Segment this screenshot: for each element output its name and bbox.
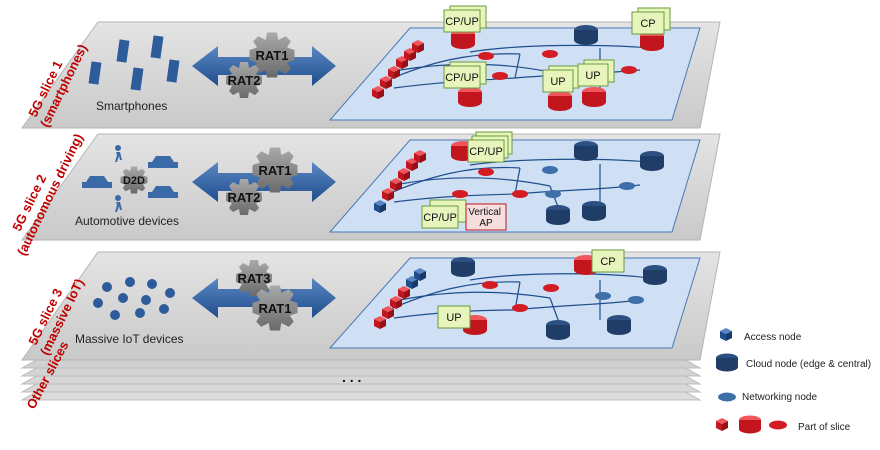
slice-1-function-cpup-1	[443, 9, 481, 33]
legend-access-node-icon	[720, 328, 732, 341]
slice-3-networking-nodes	[482, 281, 644, 312]
smartphone-icons	[88, 35, 180, 91]
legend-cloud-node-label: Cloud node (edge & central)	[746, 359, 871, 370]
slice-3-rat-top: RAT3	[238, 271, 271, 286]
gear-icon	[120, 166, 148, 194]
vertical-ap-line1: Vertical	[468, 207, 501, 218]
slice-3-function-cp-label: CP	[600, 256, 615, 268]
slice-1-network-panel	[328, 27, 701, 121]
slice-2-networking-nodes	[452, 166, 635, 198]
slice-1-function-up-2-label: UP	[585, 70, 600, 82]
slice-3-function-up	[437, 305, 471, 329]
car-icons	[82, 156, 178, 198]
gear-icon	[236, 260, 272, 296]
slice-3-function-up-label: UP	[446, 312, 461, 324]
legend-part-of-slice-icon	[716, 415, 787, 434]
slice-3-function-cp	[591, 249, 625, 273]
slice-1-function-cpup-2-label: CP/UP	[445, 72, 479, 84]
slice-1-devices-label: Smartphones	[96, 99, 167, 113]
slice-1-function-cpup-2	[443, 65, 481, 89]
slice-2-function-cpup-2-label: CP/UP	[423, 212, 457, 224]
ellipsis: . . .	[342, 369, 361, 385]
legend-networking-node-icon	[718, 392, 736, 402]
gear-icon	[252, 147, 298, 193]
slice-1-function-up-2	[577, 63, 609, 87]
vertical-ap-box	[465, 203, 507, 231]
legend: Access node Cloud node (edge & central) …	[716, 328, 871, 434]
gear-icon	[226, 62, 262, 98]
slice-2-rat-top: RAT1	[259, 163, 292, 178]
slice-1-function-cp-label: CP	[640, 18, 655, 30]
gear-icon	[249, 32, 295, 78]
slice-1-function-up-1-label: UP	[550, 76, 565, 88]
slice-1-networking-nodes	[478, 50, 637, 80]
slice-2-rat-bottom: RAT2	[228, 190, 261, 205]
legend-access-node-label: Access node	[744, 332, 802, 343]
slice-1-function-cpup-1-label: CP/UP	[445, 16, 479, 28]
pedestrian-icon	[115, 145, 122, 212]
slice-3-cloud-nodes	[451, 255, 667, 340]
legend-networking-node-label: Networking node	[742, 392, 817, 403]
vertical-ap-line2: AP	[479, 218, 493, 229]
slice-2-devices-label: Automotive devices	[75, 214, 179, 228]
slice-1: Smartphones RAT1 RAT2 CP/	[21, 5, 721, 129]
slice-3: Massive IoT devices RAT3 RAT1	[21, 249, 721, 361]
gear-icon	[226, 179, 262, 215]
legend-part-of-slice-label: Part of slice	[798, 422, 851, 433]
slice-3-rat-bottom: RAT1	[259, 301, 292, 316]
slice-2-function-cpup-1-label: CP/UP	[469, 146, 503, 158]
slice-1-function-cp	[631, 11, 665, 35]
iot-device-icons	[93, 277, 175, 320]
d2d-label: D2D	[123, 175, 145, 187]
slice-1-function-up-1	[542, 69, 574, 93]
slice-2-function-cpup-1	[467, 139, 505, 163]
legend-cloud-node-icon	[716, 353, 738, 372]
slice-2-cloud-nodes	[451, 141, 664, 225]
slice-2-function-cpup-2	[421, 205, 459, 229]
gear-icon	[252, 285, 298, 331]
vertical-ap-label: Vertical AP	[468, 207, 504, 229]
slice-1-rat-top: RAT1	[256, 48, 289, 63]
slice-3-devices-label: Massive IoT devices	[75, 332, 184, 346]
slice-2: D2D Automotive devices RAT1 RAT2	[9, 131, 721, 258]
slice-1-rat-bottom: RAT2	[228, 73, 261, 88]
